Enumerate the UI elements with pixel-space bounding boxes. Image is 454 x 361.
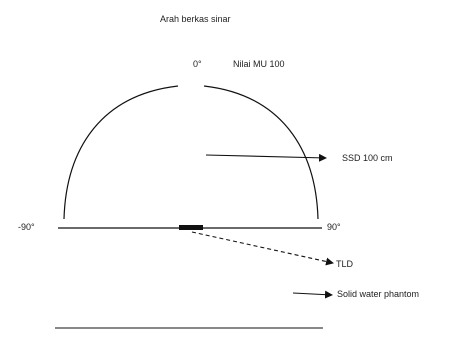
solid-water-phantom-label: Solid water phantom [337,289,420,299]
angle-right-label: 90° [327,222,341,232]
tld-arrow [191,231,334,266]
gantry-arc-left [63,85,179,220]
ssd-arrow [205,153,327,162]
tld-dosimeter [179,225,203,230]
tld-label: TLD [336,259,354,269]
phantom-arrow [292,290,333,299]
angle-left-label: -90° [18,222,35,232]
angle-zero-label: 0° [193,59,202,69]
monitor-unit-label: Nilai MU 100 [233,59,285,69]
gantry-arc-right [203,85,319,220]
ssd-label: SSD 100 cm [342,153,393,163]
beam-direction-title: Arah berkas sinar [160,14,231,24]
